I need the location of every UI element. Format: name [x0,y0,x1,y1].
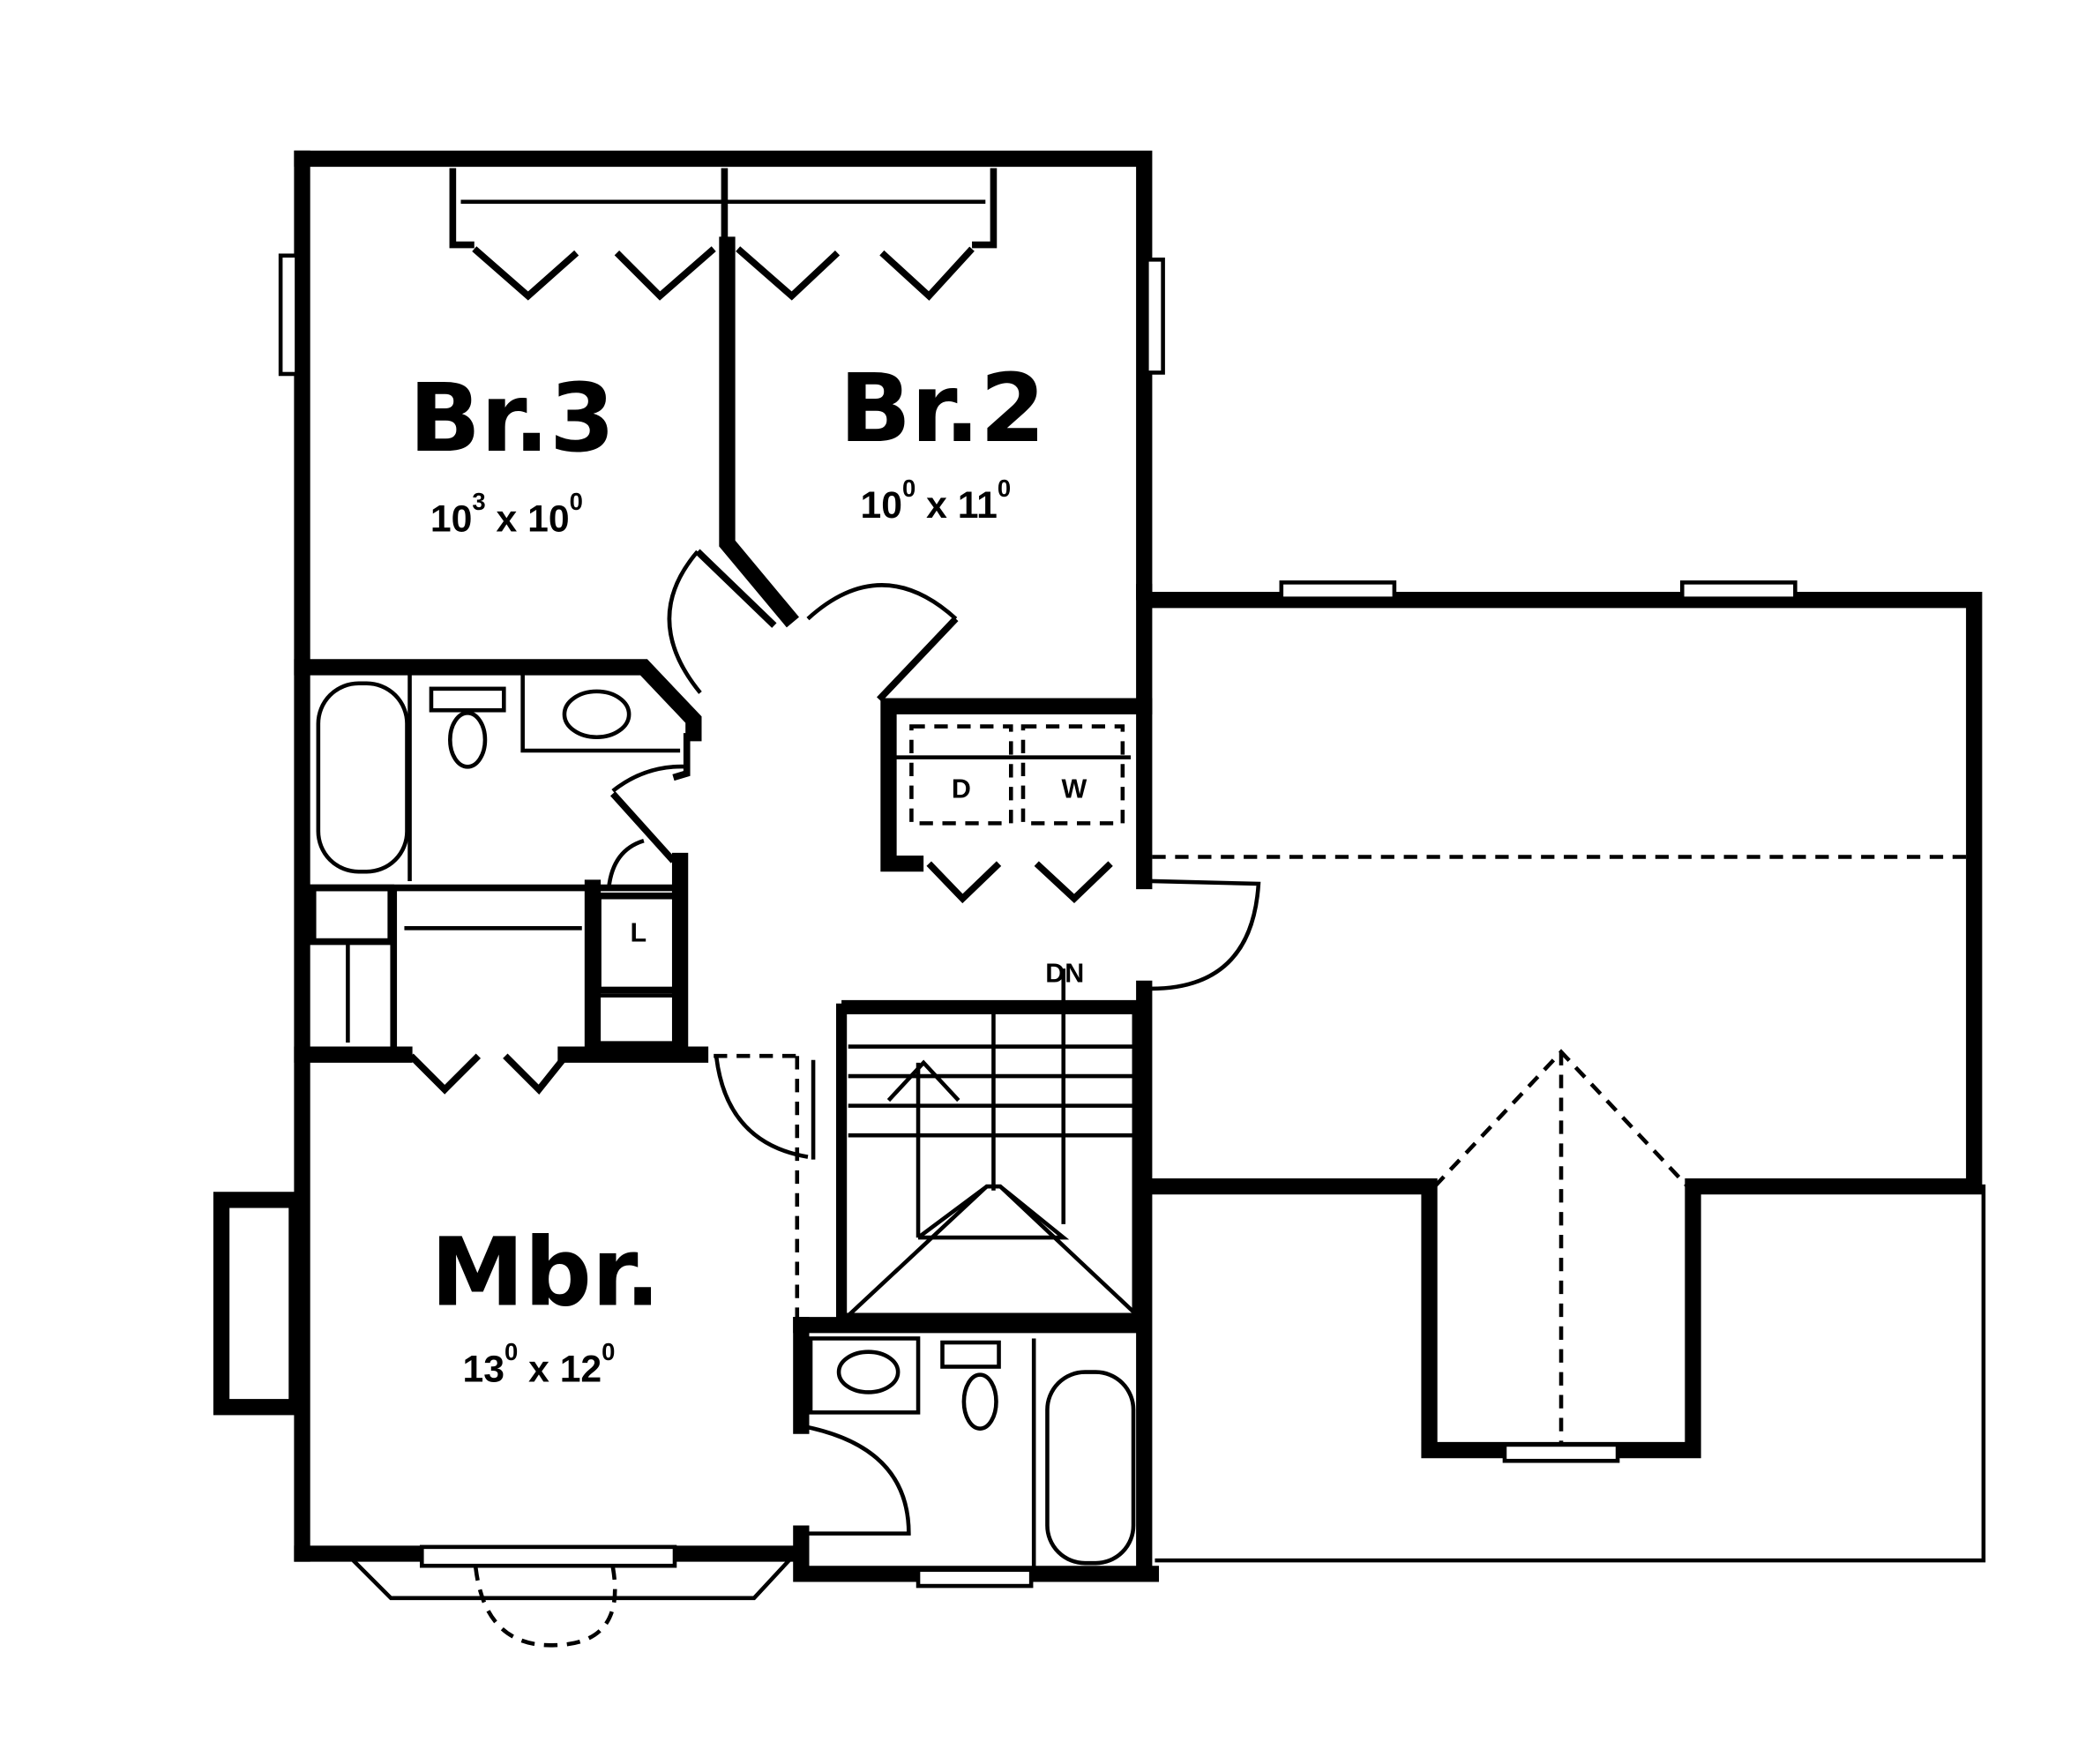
room-name: Mbr. [430,1218,661,1327]
dryer-label: D [952,774,971,804]
room-name: Br.3 [409,364,616,474]
linen-closet [594,892,680,994]
room-dimensions: 130 x 120 [462,1338,615,1390]
room-dimensions: 100 x 110 [861,475,1012,527]
room-br3: Br.3 103 x 100 [409,364,616,541]
washer [1020,724,1125,826]
room-master-bedroom: Mbr. 130 x 120 [430,1218,661,1390]
window [1279,580,1397,601]
window [1145,258,1165,375]
windows [278,253,1797,1648]
chimney [213,1192,305,1416]
room-dimensions: 103 x 100 [430,488,583,540]
window [1680,580,1797,601]
window [1502,1442,1620,1463]
room-br2: Br.2 100 x 110 [840,355,1046,527]
bay-window [419,1544,677,1568]
linen-label: L [631,918,647,948]
dryer [909,724,1013,826]
washer-label: W [1062,774,1087,804]
room-name: Br.2 [840,355,1046,464]
window [915,1567,1034,1589]
bay-door-swing [474,1566,617,1648]
stair-down-label: DN [1045,958,1084,988]
roof-area [1144,592,1986,1563]
interior-walls [294,168,1261,1567]
window [278,253,299,377]
